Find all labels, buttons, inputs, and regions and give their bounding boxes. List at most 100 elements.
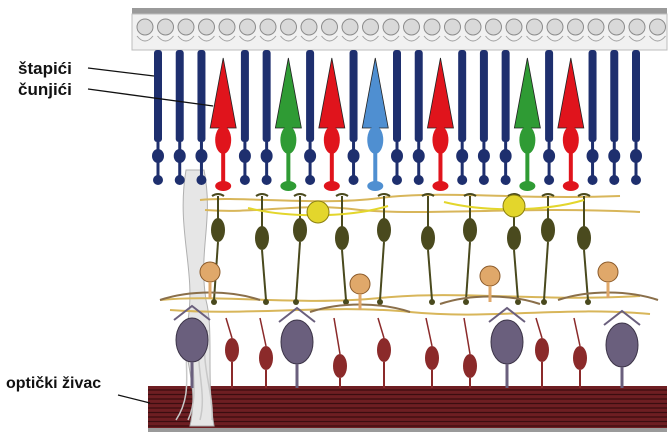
bipolar-dendrite: [256, 194, 268, 196]
epithelium-cell: [281, 19, 297, 35]
rod-outer-segment: [610, 50, 618, 142]
cone-inner-segment-red: [324, 126, 340, 154]
cone-inner-segment-red: [215, 126, 231, 154]
bipolar-dendrite: [294, 194, 306, 196]
rod-outer-segment: [350, 50, 358, 142]
ganglion-cell: [491, 320, 523, 364]
rod-outer-segment: [263, 50, 271, 142]
membrane-bottom: [148, 428, 667, 432]
small-ganglion-dendrite: [334, 318, 340, 354]
epithelium-cell: [301, 19, 317, 35]
rod-terminal: [588, 175, 598, 185]
rod-nucleus: [608, 149, 620, 163]
small-ganglion-cell: [259, 346, 273, 370]
rod-outer-segment: [393, 50, 401, 142]
rod-nucleus: [543, 149, 555, 163]
rod-terminal: [457, 175, 467, 185]
ganglion-cell: [176, 318, 208, 362]
bipolar-dendrite: [542, 194, 554, 196]
small-ganglion-cell: [333, 354, 347, 378]
cone-inner-segment-red: [432, 126, 448, 154]
cone-pedicle-red: [324, 181, 340, 191]
epithelium-cell: [199, 19, 215, 35]
bipolar-axon: [342, 250, 346, 300]
rod-terminal: [153, 175, 163, 185]
bipolar-axon: [466, 242, 470, 300]
cone-pedicle-red: [432, 181, 448, 191]
epithelium-cell: [178, 19, 194, 35]
rod-outer-segment: [415, 50, 423, 142]
epithelium-cell: [383, 19, 399, 35]
horizontal-cell: [503, 195, 525, 217]
rod-terminal: [392, 175, 402, 185]
small-ganglion-cell: [573, 346, 587, 370]
cones-pointer: [88, 89, 213, 106]
epithelium-cell: [137, 19, 153, 35]
rod-terminal: [631, 175, 641, 185]
small-ganglion-dendrite: [574, 318, 580, 346]
epithelium-cell: [465, 19, 481, 35]
cone-pedicle-red: [215, 181, 231, 191]
epithelium-cell: [424, 19, 440, 35]
bipolar-cell: [293, 218, 307, 242]
epithelium-cell: [445, 19, 461, 35]
rod-outer-segment: [176, 50, 184, 142]
bipolar-axon: [514, 250, 518, 300]
cone-inner-segment-red: [563, 126, 579, 154]
rod-outer-segment: [632, 50, 640, 142]
epithelium-cell: [363, 19, 379, 35]
optic-nerve-pointer: [118, 395, 150, 403]
rod-terminal: [609, 175, 619, 185]
bipolar-cell: [577, 226, 591, 250]
rod-terminal: [414, 175, 424, 185]
cone-pedicle-green: [519, 181, 535, 191]
small-ganglion-cell: [463, 354, 477, 378]
rod-nucleus: [587, 149, 599, 163]
small-ganglion-dendrite: [464, 318, 470, 354]
rod-outer-segment: [241, 50, 249, 142]
epithelium-cell: [568, 19, 584, 35]
small-ganglion-dendrite: [378, 318, 384, 338]
bipolar-axon: [544, 242, 548, 300]
bipolar-terminal: [429, 299, 435, 305]
bipolar-terminal: [585, 299, 591, 305]
small-ganglion-dendrite: [536, 318, 542, 338]
cone-inner-segment-green: [280, 126, 296, 154]
rod-nucleus: [195, 149, 207, 163]
bipolar-axon: [584, 250, 588, 300]
ganglion-cell: [281, 320, 313, 364]
bipolar-cell: [541, 218, 555, 242]
cone-pedicle-blue: [367, 181, 383, 191]
rod-outer-segment: [502, 50, 510, 142]
axon-fiber: [205, 207, 640, 212]
epithelium-cell: [609, 19, 625, 35]
cone-outer-segment-green: [514, 58, 540, 128]
rod-terminal: [240, 175, 250, 185]
rod-nucleus: [456, 149, 468, 163]
membrane-top: [132, 8, 667, 14]
bipolar-cell: [255, 226, 269, 250]
rod-nucleus: [174, 149, 186, 163]
bipolar-axon: [262, 250, 266, 300]
amacrine-cell: [200, 262, 220, 282]
cone-inner-segment-blue: [367, 126, 383, 154]
rod-nucleus: [348, 149, 360, 163]
rod-nucleus: [500, 149, 512, 163]
bipolar-axon: [380, 242, 384, 300]
bipolar-terminal: [293, 299, 299, 305]
rod-outer-segment: [458, 50, 466, 142]
rod-outer-segment: [197, 50, 205, 142]
epithelium-cell: [527, 19, 543, 35]
bipolar-dendrite: [378, 194, 390, 196]
rod-terminal: [349, 175, 359, 185]
small-ganglion-cell: [225, 338, 239, 362]
cone-outer-segment-red: [427, 58, 453, 128]
epithelium-cell: [506, 19, 522, 35]
horizontal-cell: [307, 201, 329, 223]
bipolar-terminal: [211, 299, 217, 305]
epithelium-cell: [404, 19, 420, 35]
cone-inner-segment-green: [519, 126, 535, 154]
epithelium-cell: [588, 19, 604, 35]
cones-label: čunjići: [18, 81, 72, 98]
